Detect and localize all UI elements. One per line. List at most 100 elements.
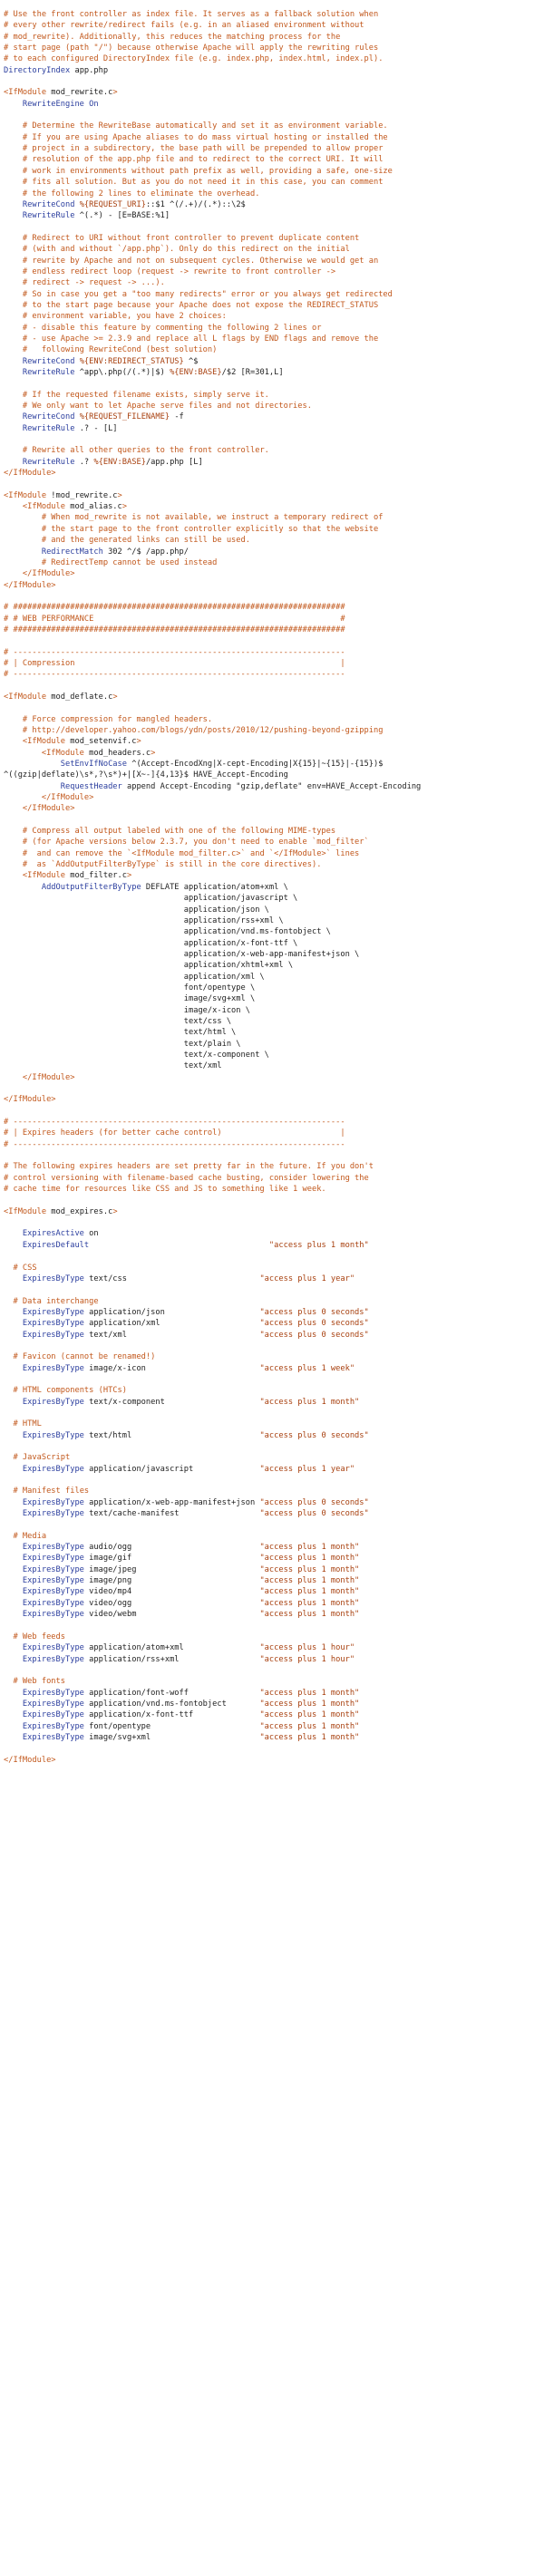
- code-line: # http://developer.yahoo.com/blogs/ydn/p…: [4, 725, 544, 736]
- plain-token: application/vnd.ms-fontobject: [83, 1699, 260, 1709]
- plain-token: [4, 446, 23, 455]
- directive-token: ExpiresByType: [22, 1610, 84, 1620]
- comment-token: # to the start page because your Apache …: [22, 300, 379, 310]
- plain-token: image/png: [83, 1576, 260, 1586]
- directive-token: ExpiresByType: [22, 1397, 84, 1407]
- code-line: RewriteRule .? - [L]: [4, 423, 544, 434]
- plain-token: application/atom+xml: [83, 1643, 260, 1653]
- code-line: # environment variable, you have 2 choic…: [4, 311, 544, 322]
- tag-token: <IfModule: [22, 737, 65, 747]
- code-line: [4, 1408, 544, 1419]
- code-line: AddOutputFilterByType DEFLATE applicatio…: [4, 882, 544, 893]
- string-token: "access plus 1 year": [259, 1273, 355, 1283]
- comment-token: # to each configured DirectoryIndex file…: [4, 54, 384, 64]
- directive-token: ExpiresByType: [22, 1330, 84, 1340]
- plain-token: image/svg+xml: [83, 1732, 260, 1742]
- plain-token: [4, 737, 23, 746]
- plain-token: application/vnd.ms-fontobject \: [4, 927, 331, 937]
- plain-token: [4, 100, 23, 109]
- comment-token: # --------------------------------------…: [4, 1139, 345, 1149]
- plain-token: [4, 1487, 13, 1496]
- plain-token: application/javascript \: [4, 894, 298, 904]
- string-token: "access plus 0 seconds": [259, 1307, 369, 1317]
- code-line: [4, 591, 544, 602]
- code-line: SetEnvIfNoCase ^(Accept-EncodXng|X-cept-…: [4, 759, 544, 770]
- string-token: "access plus 1 hour": [259, 1643, 355, 1653]
- plain-token: [4, 234, 23, 243]
- plain-token: text/css: [83, 1273, 260, 1283]
- plain-token: ^(Accept-EncodXng|X-cept-Encoding|X{15}|…: [127, 760, 384, 770]
- code-line: # --------------------------------------…: [4, 1117, 544, 1128]
- plain-token: [4, 155, 23, 164]
- directive-token: ExpiresByType: [22, 1464, 84, 1474]
- plain-token: [4, 211, 23, 220]
- plain-token: [4, 513, 42, 522]
- code-line: # The following expires headers are set …: [4, 1161, 544, 1172]
- code-line: application/json \: [4, 905, 544, 915]
- code-line: # ######################################…: [4, 602, 544, 613]
- code-line: </IfModule>: [4, 568, 544, 579]
- comment-token: # following RewriteCond (best solution): [22, 345, 218, 355]
- code-line: text/html \: [4, 1027, 544, 1038]
- code-line: ExpiresByType video/mp4 "access plus 1 m…: [4, 1586, 544, 1597]
- plain-token: [4, 547, 42, 557]
- plain-token: [4, 871, 23, 880]
- comment-token: # environment variable, you have 2 choic…: [22, 312, 227, 322]
- code-line: application/x-font-ttf \: [4, 938, 544, 949]
- plain-token: application/x-font-ttf \: [4, 938, 298, 948]
- comment-token: # ######################################…: [4, 603, 345, 613]
- plain-token: [4, 458, 23, 467]
- comment-token: # start page (path "/") because otherwis…: [4, 44, 379, 53]
- code-line: # HTML components (HTCs): [4, 1385, 544, 1396]
- code-line: [4, 1284, 544, 1295]
- string-token: "access plus 1 hour": [259, 1654, 355, 1664]
- code-line: [4, 434, 544, 445]
- plain-token: append Accept-Encoding "gzip,deflate" en…: [121, 781, 422, 791]
- comment-token: # the following 2 lines to eliminate the…: [22, 189, 260, 199]
- directive-token: DirectoryIndex: [4, 65, 71, 75]
- plain-token: [4, 1331, 23, 1340]
- plain-token: [4, 1554, 23, 1563]
- directive-token: ExpiresByType: [22, 1543, 84, 1553]
- plain-token: application/x-web-app-manifest+json: [83, 1497, 260, 1507]
- code-line: # Media: [4, 1531, 544, 1542]
- plain-token: mod_alias.c: [65, 502, 122, 512]
- directive-token: ExpiresActive: [22, 1229, 84, 1239]
- comment-token: # Media: [13, 1531, 47, 1541]
- plain-token: video/mp4: [83, 1587, 260, 1597]
- plain-token: text/x-component \: [4, 1050, 269, 1060]
- code-line: ExpiresByType application/x-font-ttf "ac…: [4, 1709, 544, 1720]
- plain-token: font/opentype: [83, 1721, 260, 1731]
- plain-token: [4, 1532, 13, 1541]
- directive-token: ExpiresDefault: [22, 1240, 90, 1250]
- code-line: ExpiresByType application/javascript "ac…: [4, 1464, 544, 1475]
- plain-token: [4, 1710, 23, 1719]
- code-line: # Rewrite all other queries to the front…: [4, 445, 544, 456]
- code-line: ExpiresByType audio/ogg "access plus 1 m…: [4, 1542, 544, 1553]
- comment-token: # --------------------------------------…: [4, 1118, 345, 1128]
- tag-token: </IfModule>: [4, 1095, 56, 1105]
- tag-token: </IfModule>: [22, 804, 75, 814]
- code-line: ExpiresByType image/x-icon "access plus …: [4, 1363, 544, 1374]
- tag-token: <IfModule: [4, 692, 47, 702]
- directive-token: ExpiresByType: [22, 1732, 84, 1742]
- comment-token: # Redirect to URI without front controll…: [22, 233, 360, 243]
- comment-token: # every other rewrite/redirect fails (e.…: [4, 21, 364, 31]
- code-line: </IfModule>: [4, 580, 544, 591]
- directive-token: RequestHeader: [60, 781, 122, 791]
- plain-token: [4, 312, 23, 321]
- plain-token: [4, 200, 23, 209]
- code-line: # start page (path "/") because otherwis…: [4, 43, 544, 53]
- comment-token: # --------------------------------------…: [4, 647, 345, 657]
- code-line: [4, 1665, 544, 1676]
- plain-token: font/opentype \: [4, 983, 256, 993]
- plain-token: application/font-woff: [83, 1688, 260, 1698]
- plain-token: mod_filter.c: [65, 871, 127, 881]
- directive-token: ExpiresByType: [22, 1688, 84, 1698]
- code-line: [4, 1106, 544, 1117]
- string-token: "access plus 1 month": [268, 1240, 369, 1250]
- plain-token: [4, 782, 61, 791]
- directive-token: ExpiresByType: [22, 1363, 84, 1373]
- plain-token: [4, 345, 23, 354]
- code-line: application/javascript \: [4, 893, 544, 904]
